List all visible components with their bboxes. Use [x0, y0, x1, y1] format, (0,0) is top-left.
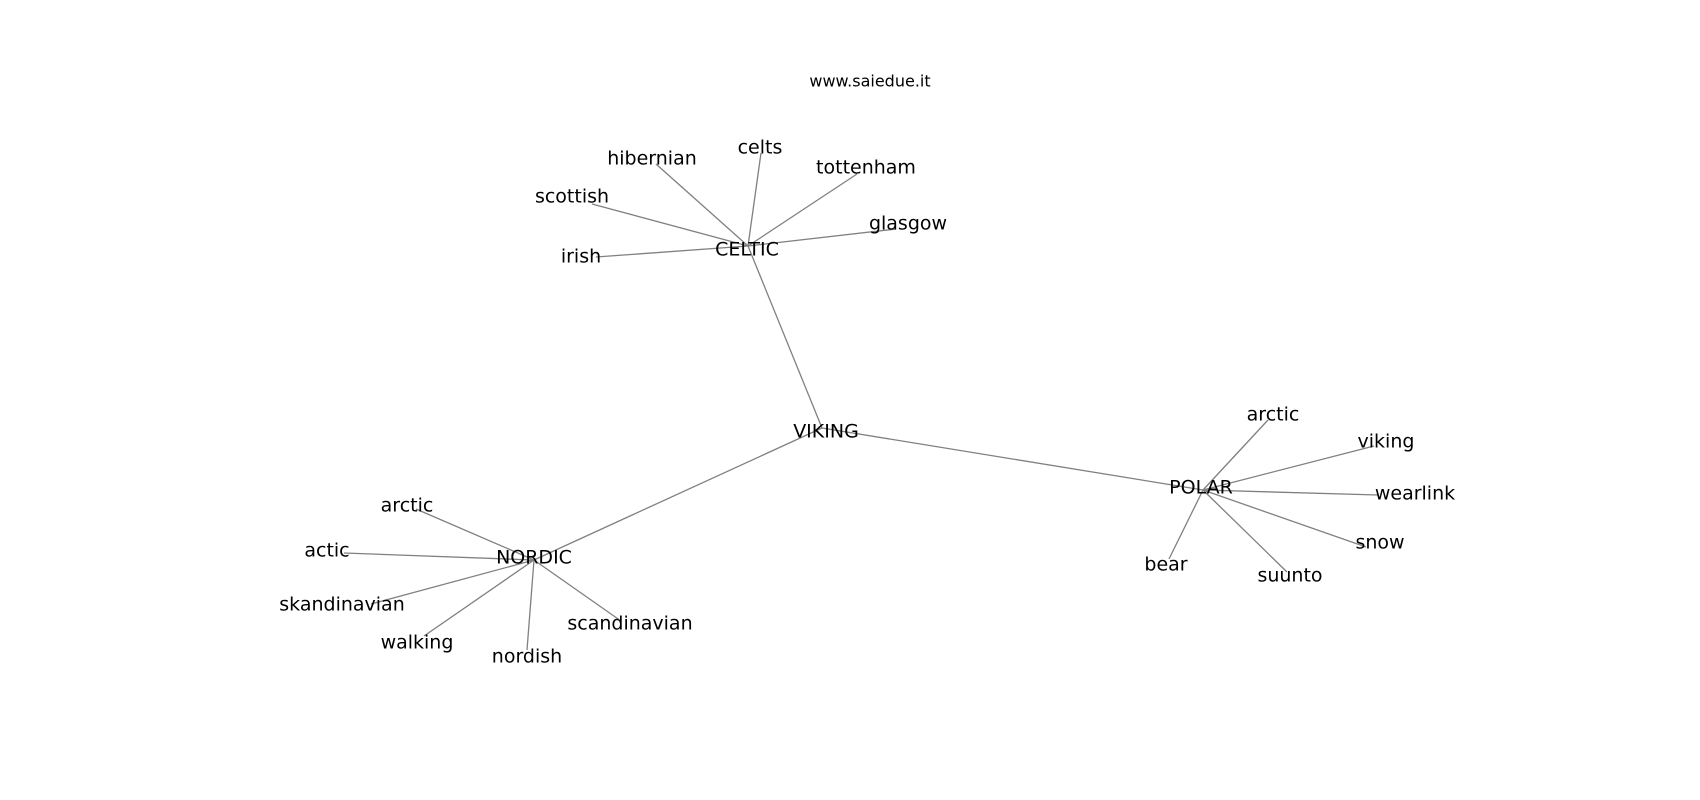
node-nordic-walking: walking — [381, 632, 454, 654]
node-polar-bear: bear — [1144, 554, 1187, 576]
node-celtic-glasgow: glasgow — [869, 213, 947, 235]
edge-nordic-arctic — [415, 508, 535, 561]
node-nordic-scandinavian: scandinavian — [567, 613, 692, 635]
edge-nordic-walking — [423, 559, 535, 637]
node-nordic-actic: actic — [304, 540, 349, 562]
node-nordic: NORDIC — [496, 547, 572, 569]
node-nordic-arctic: arctic — [381, 495, 434, 517]
node-celtic-tottenham: tottenham — [816, 157, 916, 179]
node-celtic-irish: irish — [561, 246, 601, 268]
node-celtic-celts: celts — [738, 137, 783, 159]
node-celtic: CELTIC — [715, 239, 779, 261]
edge-polar-suunto — [1202, 489, 1288, 573]
node-polar: POLAR — [1169, 477, 1233, 499]
edge-celtic-celts — [747, 152, 762, 247]
edge-polar-wearlink — [1202, 489, 1379, 496]
node-polar-arctic: arctic — [1247, 404, 1300, 426]
node-celtic-scottish: scottish — [535, 186, 609, 208]
node-polar-suunto: suunto — [1257, 565, 1322, 587]
edges-layer — [343, 152, 1379, 651]
node-viking: VIKING — [793, 421, 859, 443]
edge-viking-polar — [821, 427, 1204, 491]
node-nordic-skandinavian: skandinavian — [279, 594, 405, 616]
edge-polar-arctic — [1202, 419, 1269, 491]
edge-viking-nordic — [533, 427, 823, 561]
labels-layer: VIKING CELTIC scottish hibernian celts totten… — [279, 137, 1455, 668]
node-nordic-nordish: nordish — [492, 646, 562, 668]
edge-celtic-scottish — [591, 203, 749, 247]
node-polar-viking: viking — [1358, 431, 1415, 453]
edge-nordic-actic — [343, 552, 535, 561]
edge-polar-snow — [1202, 489, 1367, 548]
edge-viking-celtic — [747, 245, 823, 429]
edge-celtic-glasgow — [747, 228, 897, 247]
edge-nordic-skandinavian — [370, 559, 535, 605]
node-polar-wearlink: wearlink — [1375, 483, 1455, 505]
node-polar-snow: snow — [1355, 532, 1404, 554]
edge-celtic-tottenham — [747, 173, 858, 247]
edge-nordic-scandinavian — [533, 559, 622, 622]
edge-nordic-nordish — [526, 559, 535, 651]
edge-celtic-irish — [595, 245, 749, 258]
node-celtic-hibernian: hibernian — [607, 148, 697, 170]
edge-polar-viking — [1202, 445, 1375, 491]
site-watermark: www.saiedue.it — [809, 72, 930, 91]
edge-celtic-hibernian — [655, 163, 749, 247]
edge-polar-bear — [1168, 489, 1204, 560]
